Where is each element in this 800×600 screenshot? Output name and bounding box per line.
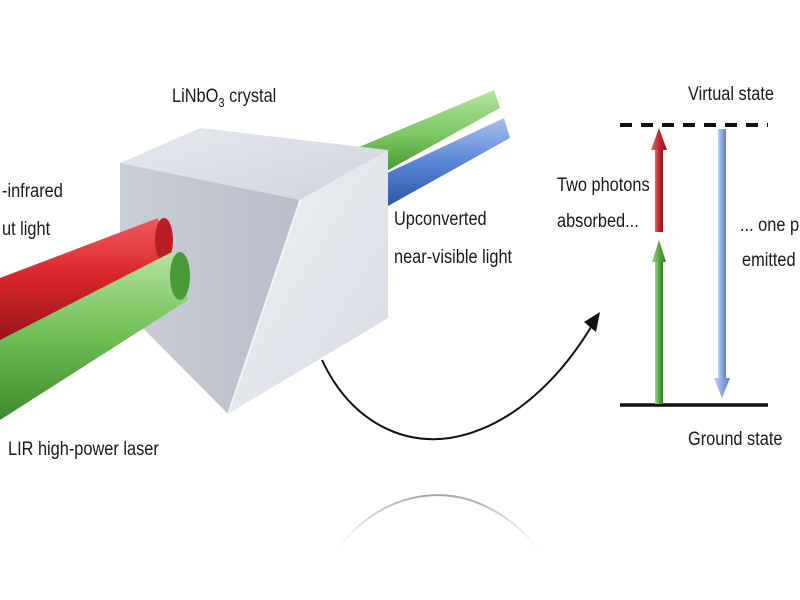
crystal-top-face [120,128,388,200]
input-beams [0,218,190,420]
red-absorption-shaft [655,146,663,232]
crystal-label-subscript: 3 [218,95,225,110]
blue-emission-shaft [718,129,726,379]
upconverted-label: Upconverted [394,209,487,230]
one-photon-label: ... one ph [740,215,800,236]
crystal-label-prefix: LiNbO [172,86,219,107]
green-absorption-shaft [655,258,663,404]
crystal-front-face [228,150,388,414]
blue-arrowhead-icon [714,378,730,398]
crystal-label: LiNbO3 crystal [172,86,277,110]
absorbed-label: absorbed... [557,211,639,232]
arrowhead-icon [584,312,600,332]
input-light-label: ut light [2,219,51,240]
near-visible-label: near-visible light [394,247,513,268]
green-output-beam [352,90,500,178]
mid-infrared-label: -infrared [2,181,63,202]
curved-arrow [321,321,595,441]
red-input-beam [0,218,170,348]
green-pump-beam [0,252,188,420]
virtual-state-label: Virtual state [688,84,774,105]
crystal-label-suffix: crystal [224,86,277,107]
ground-state-label: Ground state [688,429,783,450]
red-arrowhead-icon [651,128,667,150]
energy-level-diagram [620,123,768,407]
output-beams [352,90,510,206]
green-arrowhead-icon [652,240,666,262]
arrow-reflection [329,494,546,561]
two-photons-label: Two photons [557,175,650,196]
emitted-label: emitted [742,250,796,271]
transition-arrow [321,312,600,441]
pump-laser-label: LIR high-power laser [8,439,159,460]
blue-output-beam [368,118,510,206]
